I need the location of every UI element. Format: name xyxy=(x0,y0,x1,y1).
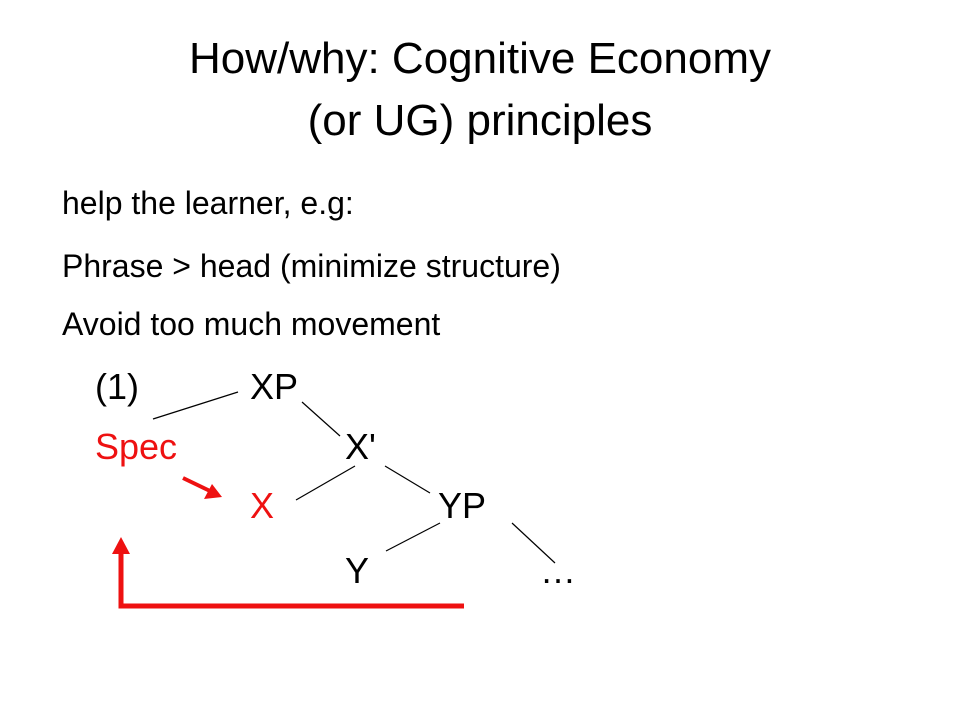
branch-xp-spec xyxy=(152,391,239,420)
branch-xbar-x xyxy=(295,465,356,501)
bullet-avoid-movement: Avoid too much movement xyxy=(62,306,441,342)
bullet-phrase-head: Phrase > head (minimize structure) xyxy=(62,248,561,284)
node-yp: YP xyxy=(438,485,487,526)
branch-xbar-yp xyxy=(384,465,431,494)
node-ellipsis: … xyxy=(540,550,576,591)
branch-yp-ellipsis xyxy=(511,522,556,564)
bullet-help-learner: help the learner, e.g: xyxy=(62,185,354,221)
branch-xp-xbar xyxy=(301,401,341,437)
node-xp: XP xyxy=(250,366,299,407)
node-x: X xyxy=(250,485,275,526)
title-line-1: How/why: Cognitive Economy xyxy=(188,34,771,83)
movement-arrow-icon xyxy=(182,476,222,499)
node-x-bar: X' xyxy=(345,426,376,467)
title-line-2: (or UG) principles xyxy=(307,96,653,145)
return-arrow-icon xyxy=(112,537,464,609)
node-y: Y xyxy=(345,550,370,591)
branch-yp-y xyxy=(385,522,441,552)
example-number: (1) xyxy=(95,366,139,407)
node-spec: Spec xyxy=(95,426,178,467)
